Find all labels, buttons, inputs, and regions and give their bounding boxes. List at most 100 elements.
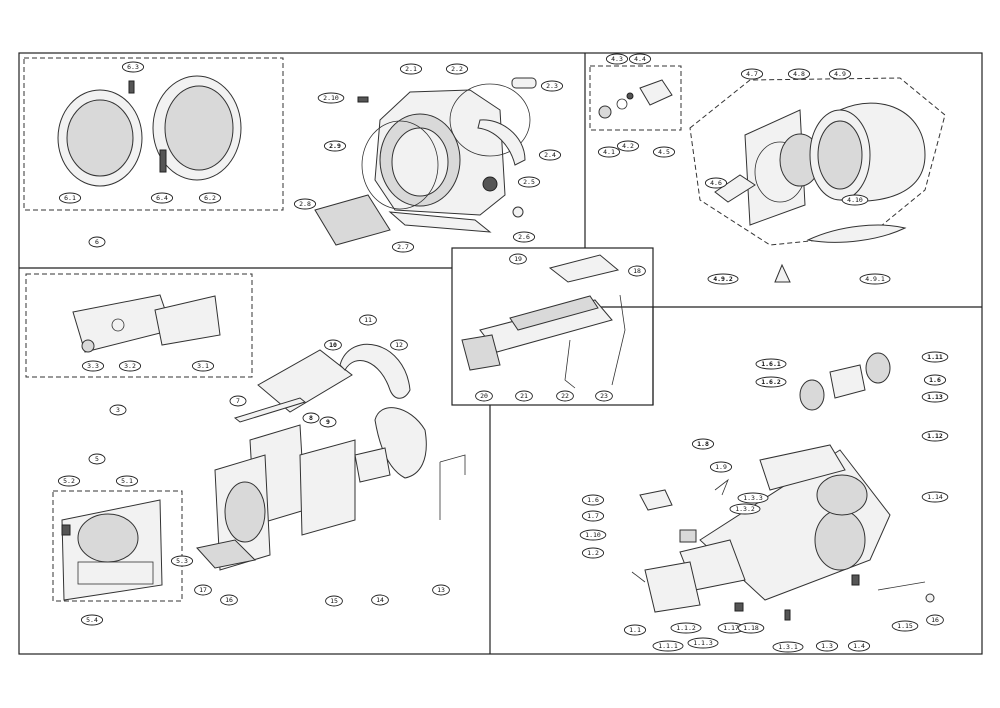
callout-1-6-1: 1.6.1	[755, 358, 787, 370]
callout-bubble	[707, 273, 739, 285]
callout-bubble	[556, 390, 574, 402]
callout-bubble	[88, 236, 106, 248]
callout-bubble	[737, 622, 765, 634]
callout-bubble	[475, 390, 493, 402]
callout-text: 22	[561, 392, 569, 400]
callout-text: 1.1	[629, 626, 641, 634]
callout-10: 10	[324, 339, 342, 351]
callout-text: 19	[514, 255, 522, 263]
callout-text: 3.3	[87, 362, 99, 370]
callout-bubble	[58, 192, 82, 204]
callout-1-1-1: 1.1.1	[652, 640, 684, 652]
callout-text: 5	[95, 455, 99, 463]
callout-text: 4.9.1	[865, 275, 885, 283]
callout-15: 15	[325, 595, 343, 607]
callout-13: 13	[432, 584, 450, 596]
callout-text: 2.5	[523, 178, 535, 186]
callout-text: 10	[329, 341, 337, 349]
callout-bubble	[323, 140, 347, 152]
callout-text: 1.12	[927, 432, 943, 440]
callout-text: 1.3.1	[778, 643, 798, 651]
callout-bubble	[170, 555, 194, 567]
callout-text: 2.4	[544, 151, 556, 159]
callout-bubble	[815, 640, 839, 652]
callout-5-4: 5.4	[80, 614, 104, 626]
callout-bubble	[740, 68, 764, 80]
callout-text: 21	[520, 392, 528, 400]
callout-text: 8	[309, 414, 313, 422]
callout-text: 1.6.2	[761, 378, 781, 386]
callout-text: 4.10	[847, 196, 863, 204]
callout-bubble	[371, 594, 389, 606]
callout-bubble	[921, 491, 949, 503]
callout-text: 1.1.2	[676, 624, 696, 632]
callout-bubble	[81, 360, 105, 372]
callout-text: 13	[437, 586, 445, 594]
callout-bubble	[691, 438, 715, 450]
callout-bubble	[515, 390, 533, 402]
callout-bubble	[390, 339, 408, 351]
callout-1-3-3: 1.3.3	[737, 492, 769, 504]
callout-bubble	[755, 376, 787, 388]
callout-4-3: 4.3	[605, 53, 629, 65]
callout-bubble	[597, 146, 621, 158]
callout-4-9-2: 4.9.2	[707, 273, 739, 285]
callout-bubble	[150, 192, 174, 204]
callout-text: 1.17	[723, 624, 739, 632]
callout-5: 5	[88, 453, 106, 465]
callout-2-5: 2.5	[517, 176, 541, 188]
callout-bubble	[921, 351, 949, 363]
callout-bubble	[391, 241, 415, 253]
callout-18: 18	[628, 265, 646, 277]
callout-text: 4.5	[658, 148, 670, 156]
callout-4-8: 4.8	[787, 68, 811, 80]
callout-bubble	[109, 404, 127, 416]
callout-2-10: 2.10	[317, 92, 345, 104]
callout-bubble	[595, 390, 613, 402]
callout-1-6-2: 1.6.2	[755, 376, 787, 388]
callout-text: 7	[236, 397, 240, 405]
callout-6-3: 6.3	[121, 61, 145, 73]
callout-21: 21	[515, 390, 533, 402]
callout-bubble	[118, 360, 142, 372]
callout-bubble	[293, 198, 317, 210]
callout-4-6: 4.6	[704, 177, 728, 189]
panel-frames	[18, 52, 983, 655]
callout-text: 1.8	[697, 440, 709, 448]
callout-bubble	[926, 614, 944, 626]
callout-bubble	[923, 374, 947, 386]
callout-bubble	[115, 475, 139, 487]
group-boxes	[23, 57, 946, 602]
callout-bubble	[841, 194, 869, 206]
callout-1-3-2: 1.3.2	[729, 503, 761, 515]
callout-2-7: 2.7	[391, 241, 415, 253]
callout-16: 16	[220, 594, 238, 606]
callout-bubble	[581, 494, 605, 506]
callout-bubble	[581, 510, 605, 522]
callout-text: 2.9	[329, 142, 341, 150]
callout-1-10: 1.10	[579, 529, 607, 541]
callout-text: 1.3.2	[735, 505, 755, 513]
callout-text: 5.3	[176, 557, 188, 565]
callout-4-7: 4.7	[740, 68, 764, 80]
callout-text: 4.2	[622, 142, 634, 150]
callout-bubble	[399, 63, 423, 75]
callout-5-2: 5.2	[57, 475, 81, 487]
callout-bubble	[921, 430, 949, 442]
callout-2-6: 2.6	[512, 231, 536, 243]
callout-6: 6	[88, 236, 106, 248]
callout-text: 2.7	[397, 243, 409, 251]
callout-bubble	[787, 68, 811, 80]
callout-1-4: 1.4	[847, 640, 871, 652]
callout-1-3: 1.3	[815, 640, 839, 652]
top-panel-assembly	[461, 254, 626, 389]
callout-bubble	[512, 231, 536, 243]
callout-text: 4.8	[793, 70, 805, 78]
callout-text: 17	[199, 586, 207, 594]
callout-1-13: 1.13	[921, 391, 949, 403]
callout-text: 1.3.3	[743, 494, 763, 502]
